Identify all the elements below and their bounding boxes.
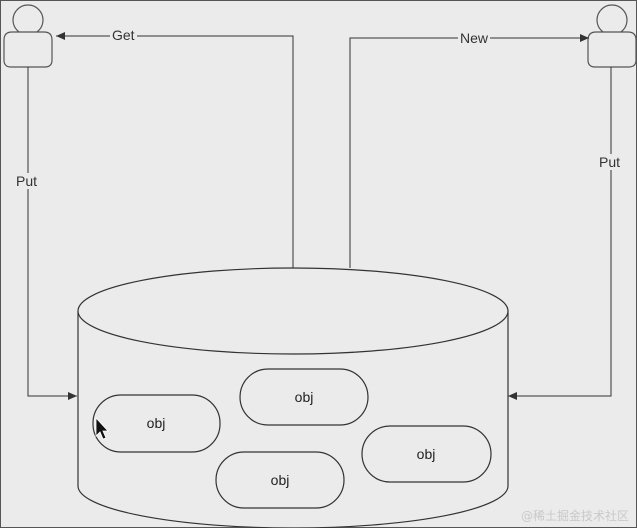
object-label-3: obj — [416, 446, 436, 462]
object-label-4: obj — [270, 472, 290, 488]
put-right-edge-label: Put — [597, 154, 623, 170]
right-actor-icon[interactable] — [587, 4, 637, 68]
put-right-edge[interactable] — [508, 67, 612, 400]
object-pill-4[interactable] — [215, 451, 345, 509]
object-label-2: obj — [294, 389, 314, 405]
put-left-edge[interactable] — [27, 67, 77, 400]
put-left-edge-label: Put — [14, 173, 40, 189]
object-pill-2[interactable] — [239, 368, 369, 426]
object-label-1: obj — [146, 415, 166, 431]
left-actor-icon[interactable] — [3, 4, 53, 68]
get-edge[interactable] — [56, 32, 294, 268]
new-edge[interactable] — [349, 34, 589, 268]
object-pill-3[interactable] — [361, 425, 492, 483]
mouse-cursor-icon — [95, 416, 109, 440]
watermark: @稀土掘金技术社区 — [520, 509, 629, 523]
get-edge-label: Get — [110, 27, 137, 43]
object-pill-1[interactable] — [92, 394, 221, 453]
new-edge-label: New — [458, 30, 491, 46]
